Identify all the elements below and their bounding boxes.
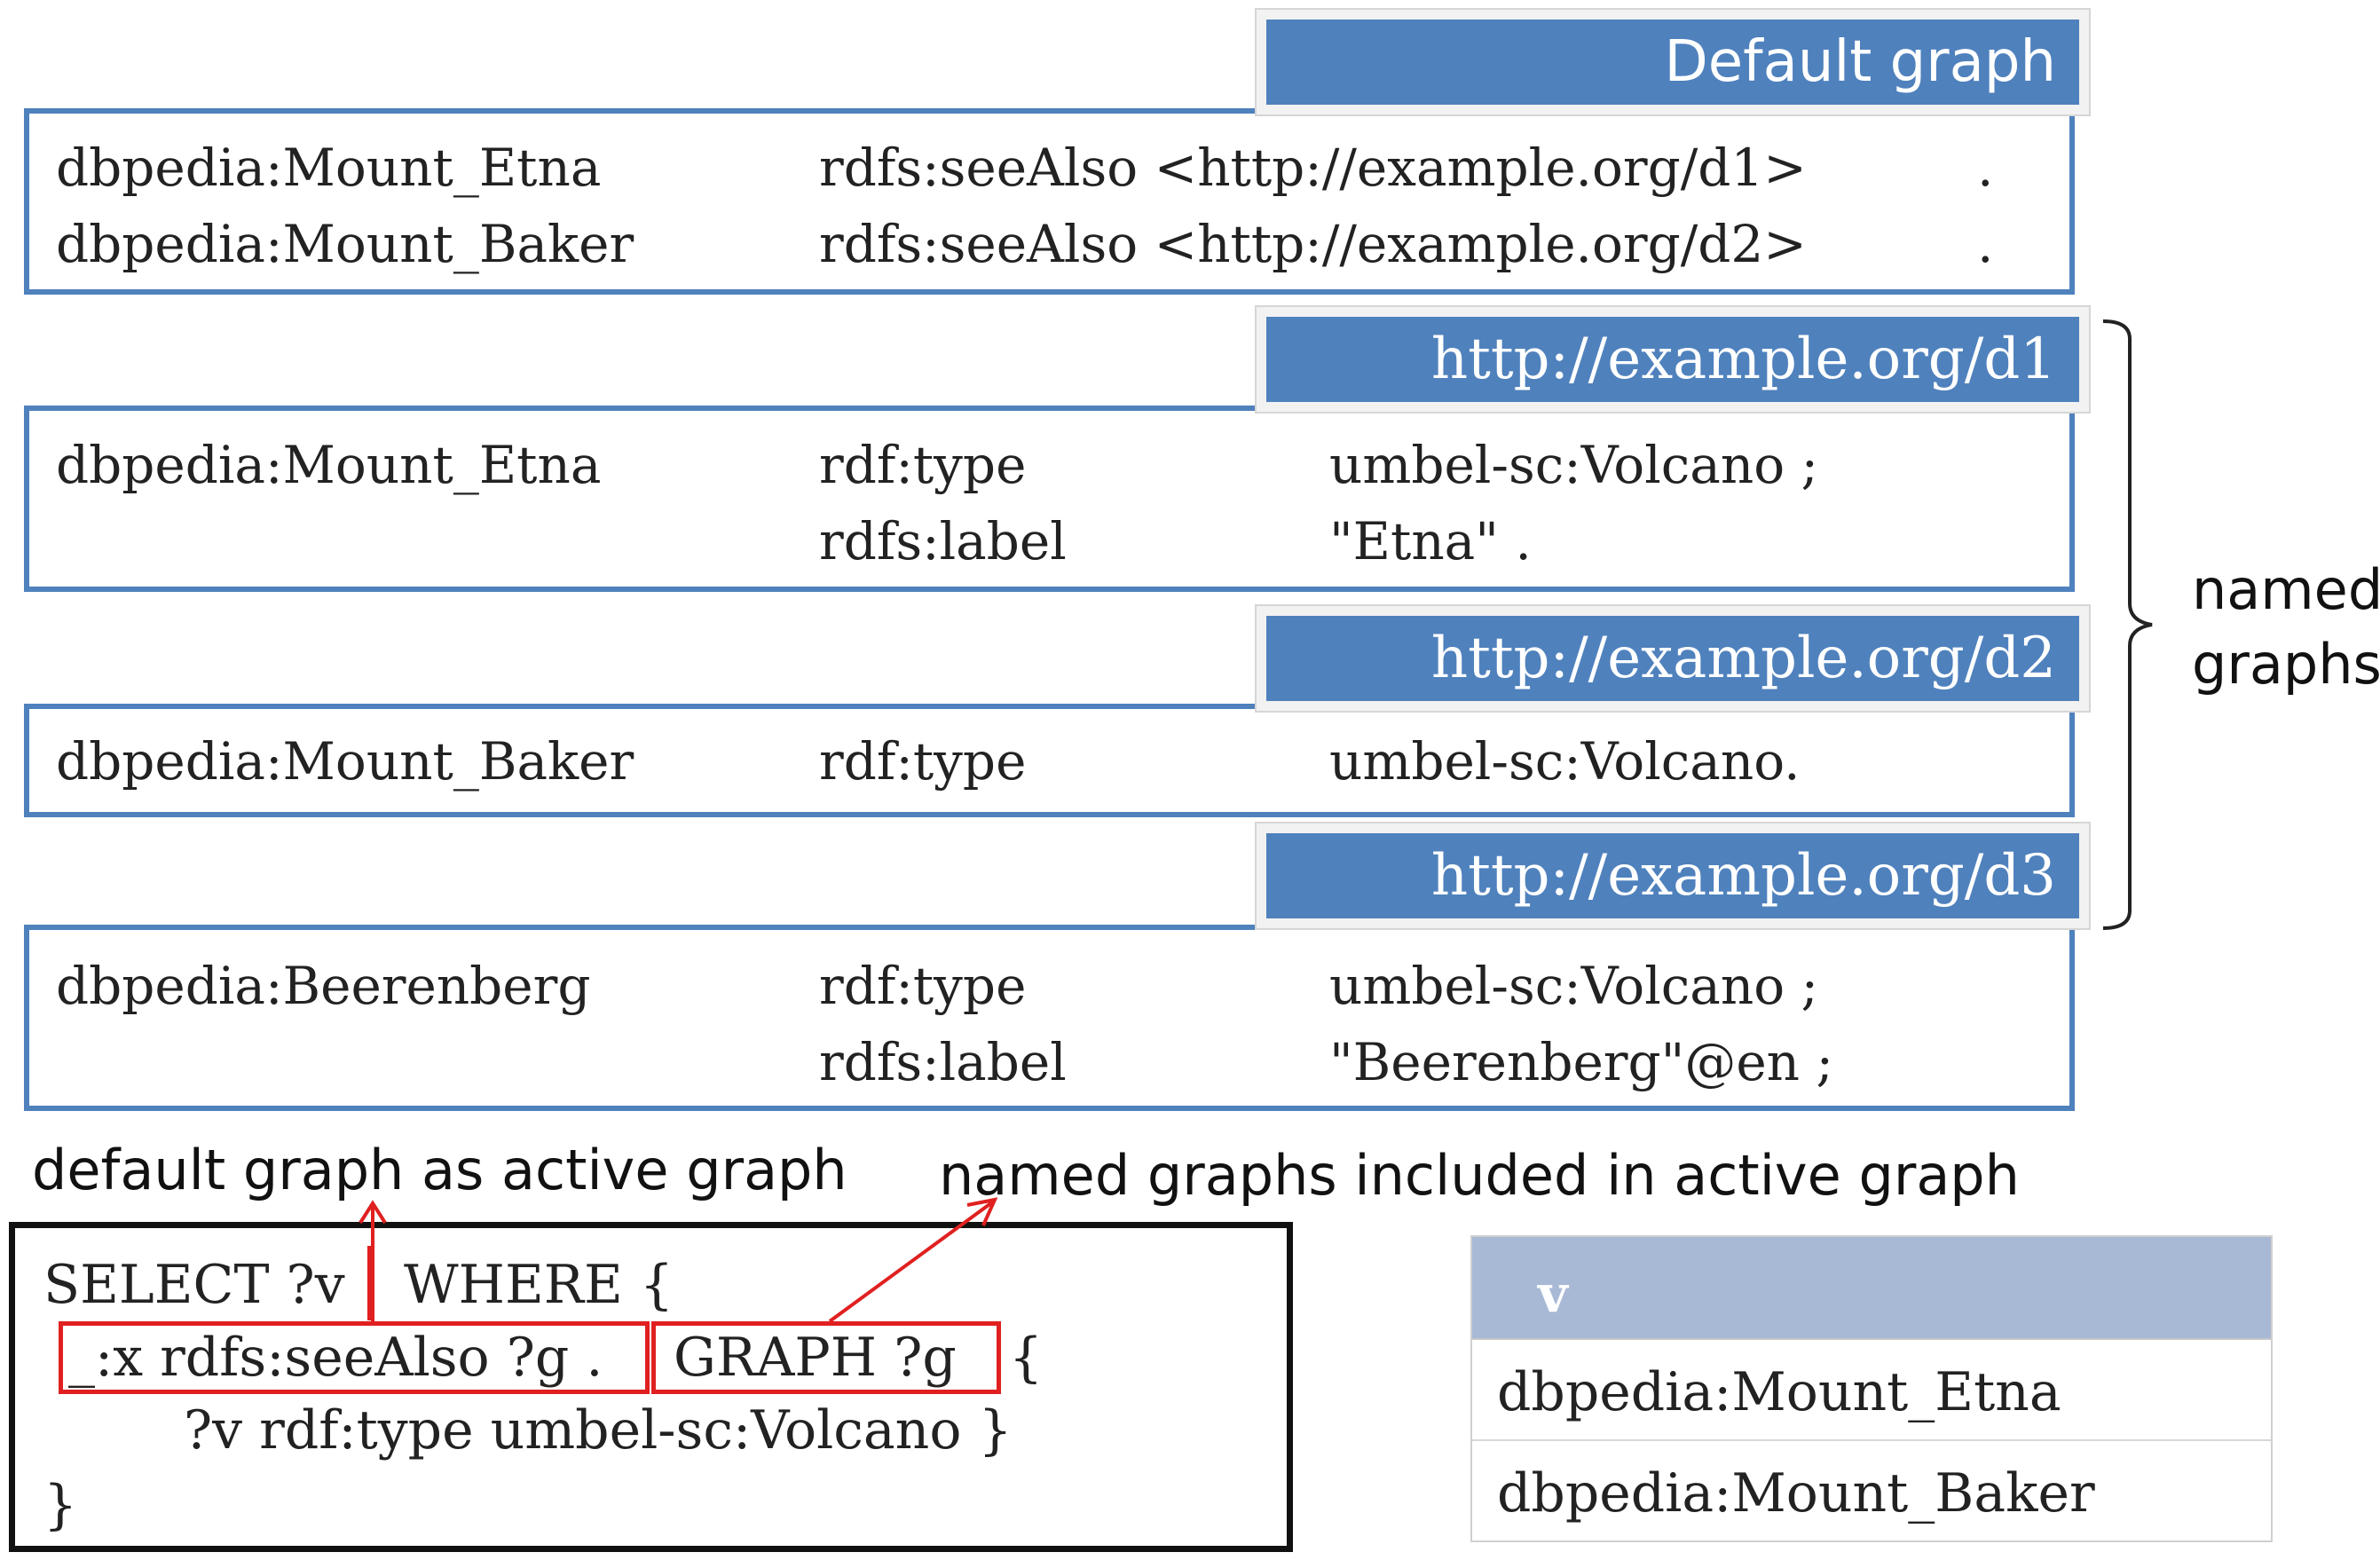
d3-object-2: "Beerenberg"@en ; [1329, 1032, 1833, 1092]
d1-object-1: umbel-sc:Volcano ; [1329, 435, 1819, 495]
arrow-default-graph-head [359, 1200, 387, 1225]
named-graph-d2-header: http://example.org/d2 [1257, 606, 2089, 711]
annotation-default-graph: default graph as active graph [32, 1138, 847, 1202]
result-column-v: v [1538, 1264, 1568, 1324]
highlight-seealso-pattern [59, 1321, 650, 1394]
result-table-header: v [1472, 1237, 2271, 1340]
query-open-brace: { [1009, 1327, 1044, 1389]
d3-object-1: umbel-sc:Volcano ; [1329, 956, 1819, 1016]
query-where: WHERE { [404, 1254, 674, 1316]
query-pattern-seealso: _:x rdfs:seeAlso ?g . [68, 1327, 603, 1389]
d3-predicate-1: rdf:type [819, 956, 1027, 1016]
query-graph-keyword: GRAPH ?g [674, 1327, 957, 1389]
named-graphs-label-line2: graphs [2192, 632, 2380, 697]
d3-subject: dbpedia:Beerenberg [56, 956, 591, 1016]
default-graph-subject-1: dbpedia:Mount_Etna [56, 138, 602, 198]
d2-subject: dbpedia:Mount_Baker [56, 731, 634, 792]
named-graph-d2-box: dbpedia:Mount_Baker rdf:type umbel-sc:Vo… [24, 704, 2075, 817]
query-select: SELECT ?v [43, 1254, 345, 1316]
named-graphs-brace [2102, 319, 2153, 930]
d3-predicate-2: rdfs:label [819, 1032, 1067, 1092]
query-inner-pattern: ?v rdf:type umbel-sc:Volcano } [184, 1399, 1013, 1462]
d2-predicate: rdf:type [819, 731, 1027, 792]
d2-object: umbel-sc:Volcano. [1329, 731, 1801, 792]
query-close-brace: } [43, 1474, 78, 1536]
named-graphs-label-line1: named [2192, 557, 2380, 622]
highlight-graph-keyword [651, 1321, 1001, 1394]
named-graph-d1-header: http://example.org/d1 [1257, 307, 2089, 412]
table-row: dbpedia:Mount_Etna [1472, 1340, 2271, 1441]
default-graph-box: dbpedia:Mount_Etna rdfs:seeAlso <http://… [24, 108, 2075, 295]
result-table: v dbpedia:Mount_Etna dbpedia:Mount_Baker [1470, 1235, 2273, 1542]
default-graph-header: Default graph [1257, 10, 2089, 114]
default-graph-dot-1: . [1977, 138, 1994, 198]
default-graph-triple-2: rdfs:seeAlso <http://example.org/d2> [819, 214, 1807, 274]
d1-predicate-2: rdfs:label [819, 511, 1067, 571]
named-graph-d3-header: http://example.org/d3 [1257, 823, 2089, 928]
default-graph-dot-2: . [1977, 214, 1994, 274]
d1-predicate-1: rdf:type [819, 435, 1027, 495]
arrow-named-graphs [828, 1201, 994, 1323]
result-cell-2: dbpedia:Mount_Baker [1497, 1462, 2095, 1525]
annotation-named-graphs: named graphs included in active graph [939, 1143, 2020, 1208]
d1-subject: dbpedia:Mount_Etna [56, 435, 602, 495]
default-graph-triple-1: rdfs:seeAlso <http://example.org/d1> [819, 138, 1807, 198]
arrow-named-graphs-head [966, 1197, 998, 1226]
default-graph-subject-2: dbpedia:Mount_Baker [56, 214, 634, 274]
highlight-select-divider [367, 1246, 372, 1320]
table-row: dbpedia:Mount_Baker [1472, 1441, 2271, 1540]
named-graph-d3-box: dbpedia:Beerenberg rdf:type umbel-sc:Vol… [24, 925, 2075, 1111]
d1-object-2: "Etna" . [1329, 511, 1532, 571]
result-cell-1: dbpedia:Mount_Etna [1497, 1361, 2061, 1423]
named-graph-d1-box: dbpedia:Mount_Etna rdf:type umbel-sc:Vol… [24, 406, 2075, 592]
sparql-query-box: SELECT ?v WHERE { _:x rdfs:seeAlso ?g . … [9, 1222, 1293, 1552]
